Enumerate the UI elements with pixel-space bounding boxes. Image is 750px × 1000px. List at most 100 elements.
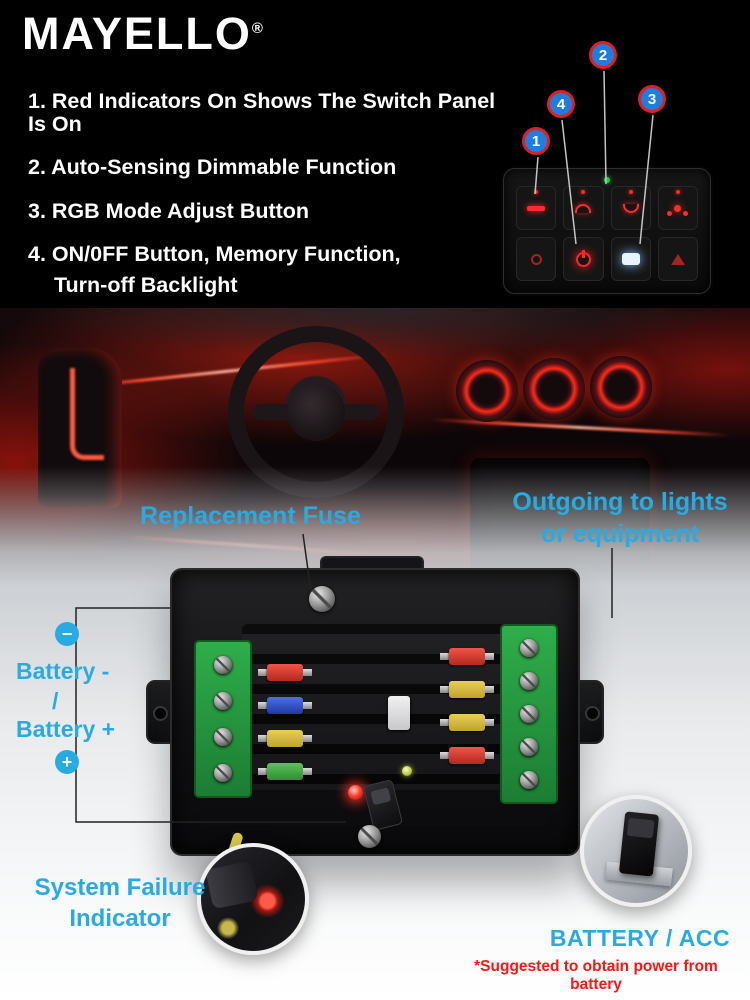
fuse-body (267, 664, 303, 681)
light-sensor-dot (604, 177, 610, 183)
feature-item: 3. RGB Mode Adjust Button (28, 198, 310, 223)
feature-item: Turn-off Backlight (54, 272, 238, 297)
fuse-blade (258, 735, 267, 742)
terminal-screw (520, 638, 538, 657)
terminal-screw (214, 692, 232, 710)
fuse-yellow (440, 681, 494, 698)
panel-button-spot-lights (516, 237, 557, 281)
terminal-screw (520, 704, 538, 723)
fuse-body (267, 763, 303, 780)
fuse-blade (485, 686, 494, 693)
mounting-tab (320, 556, 424, 570)
minus-icon: − (55, 622, 79, 646)
fuse-blade (440, 719, 449, 726)
terminal-block-right (500, 624, 558, 804)
mounting-ear (578, 680, 604, 744)
fuse-yellow (440, 714, 494, 731)
fuse-blade (440, 752, 449, 759)
fuse-blade (440, 653, 449, 660)
fuse-yellow (258, 730, 312, 747)
fuse-green (258, 763, 312, 780)
air-vent (523, 358, 585, 420)
feature-item: 1. Red Indicators On Shows The Switch Pa… (28, 89, 496, 136)
power-icon (575, 249, 591, 267)
strobe-icon (670, 253, 685, 265)
status-led (402, 766, 412, 776)
terminal-block-left (194, 640, 252, 798)
terminal-screw (214, 764, 232, 782)
plus-icon: + (55, 750, 79, 774)
fuse-column-right (440, 648, 494, 764)
fuse-blade (258, 669, 267, 676)
fuse-body (449, 681, 485, 698)
battery-minus-label: Battery - (16, 658, 110, 684)
panel-button-rock-lights (657, 186, 698, 230)
fuse-red (440, 648, 494, 665)
steering-wheel (228, 326, 404, 498)
fuse-body (449, 648, 485, 665)
feature-item: 4. ON/0FF Button, Memory Function, (28, 242, 401, 267)
feature-item: 2. Auto-Sensing Dimmable Function (28, 155, 397, 180)
fuse-blade (258, 702, 267, 709)
battery-acc-label: BATTERY / ACC (549, 925, 731, 951)
fuse-body (449, 714, 485, 731)
fuse-blade (303, 669, 312, 676)
fuse-red (440, 747, 494, 764)
callout-4: 4 (547, 90, 575, 118)
brand-logo-text: MAYELLO (22, 8, 252, 59)
fuse-blade (485, 752, 494, 759)
rock-lights-icon (674, 204, 682, 212)
terminal-screw (520, 771, 538, 790)
fuse-blade (485, 653, 494, 660)
outgoing-label: Outgoing to lights or equipment (512, 488, 728, 548)
terminal-screw (520, 671, 538, 690)
replacement-fuse-label: Replacement Fuse (140, 502, 361, 530)
switch-panel-buttons (516, 186, 698, 281)
panel-button-rear-lights (610, 186, 651, 230)
panel-button-strobe (657, 237, 698, 281)
ambient-light-streak (120, 534, 380, 557)
fuse-blade (303, 735, 312, 742)
terminal-screw (520, 738, 538, 757)
rgb-mode-icon (621, 253, 640, 265)
relay-component (388, 696, 410, 730)
fuse-red (258, 664, 312, 681)
battery-plus-label: Battery + (16, 716, 116, 742)
failure-indicator-zoom (197, 843, 309, 955)
panel-button-rgb-mode (610, 237, 651, 281)
battery-acc-switch (618, 811, 660, 877)
panel-button-light-bar (516, 186, 557, 230)
panel-button-power (563, 237, 604, 281)
mounting-screw (309, 586, 335, 612)
terminal-screw (214, 728, 232, 746)
control-box-image (146, 556, 604, 873)
callout-1: 1 (522, 127, 550, 155)
fuse-blade (303, 768, 312, 775)
feature-list: 1. Red Indicators On Shows The Switch Pa… (28, 90, 513, 317)
air-vent (590, 356, 652, 418)
switch-panel-image (503, 168, 711, 294)
car-interior-photo (0, 308, 750, 586)
registered-mark: ® (251, 20, 263, 37)
power-source-note: *Suggested to obtain power from battery (474, 958, 718, 993)
fuse-blade (440, 686, 449, 693)
light-bar-icon (527, 205, 546, 211)
fuse-column-left (258, 664, 312, 780)
front-lights-icon (575, 203, 592, 213)
failure-indicator-led (348, 785, 363, 800)
mounting-ear (146, 680, 172, 744)
callout-2: 2 (589, 41, 617, 69)
fuse-blade (485, 719, 494, 726)
fuse-blade (303, 702, 312, 709)
panel-button-front-lights (563, 186, 604, 230)
top-section: MAYELLO® 1. Red Indicators On Shows The … (0, 0, 750, 308)
battery-separator: / (52, 688, 59, 714)
spot-lights-icon (530, 253, 542, 265)
callout-3: 3 (638, 85, 666, 113)
fuse-blue (258, 697, 312, 714)
brand-logo: MAYELLO® (22, 8, 263, 60)
fuse-blade (258, 768, 267, 775)
fuse-body (449, 747, 485, 764)
system-failure-label: System Failure Indicator (34, 874, 206, 933)
